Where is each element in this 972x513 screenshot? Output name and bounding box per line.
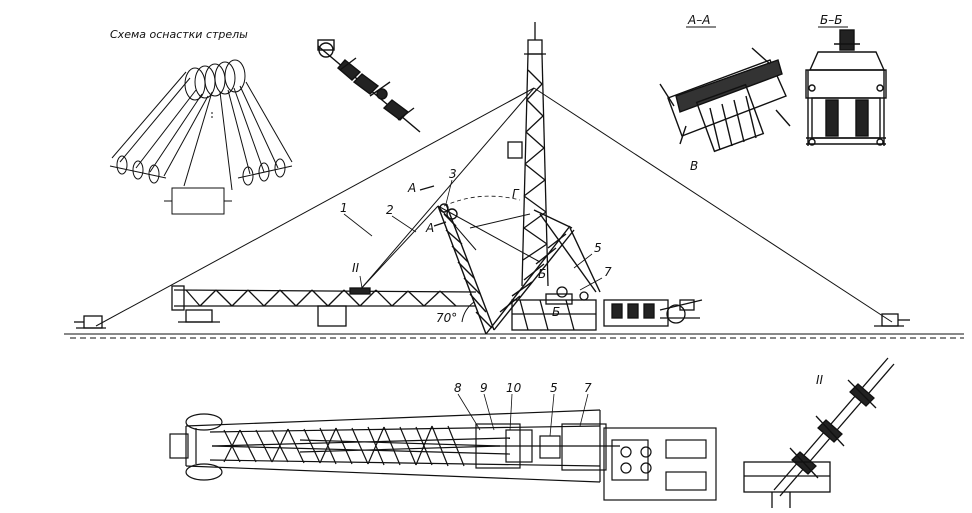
label-b-upper: Б: [538, 267, 546, 281]
callout-7: 7: [604, 265, 612, 279]
ground-line: [64, 333, 964, 339]
callout-2: 2: [386, 203, 394, 217]
callout-5-plan: 5: [550, 381, 558, 395]
drawing-title: Схема оснастки стрелы: [110, 28, 248, 41]
section-a-upper: А: [407, 181, 416, 195]
detail-ii-view: [743, 357, 895, 508]
mast-tower: [507, 22, 549, 287]
callout-8: 8: [454, 381, 462, 395]
callout-10: 10: [506, 381, 522, 395]
label-ii: II: [352, 261, 360, 275]
detail-ii-label: II: [816, 373, 824, 387]
callout-1: 1: [340, 201, 348, 215]
section-aa-label: А–А: [687, 13, 710, 27]
callout-5: 5: [594, 241, 602, 255]
callout-3: 3: [449, 167, 457, 181]
base-equipment: [511, 286, 703, 331]
callout-9: 9: [480, 381, 488, 395]
section-aa-view: [659, 47, 791, 153]
label-g: Г: [512, 187, 520, 201]
pulley-block-sketch: [317, 39, 421, 133]
callout-7-plan: 7: [584, 381, 592, 395]
right-anchor: [874, 313, 910, 327]
section-a-lower: А: [425, 221, 434, 235]
horizontal-boom: [171, 285, 477, 327]
plan-view: [169, 409, 717, 501]
left-anchor: [74, 315, 106, 329]
label-v: В: [690, 159, 698, 173]
section-bb-label: Б–Б: [820, 13, 842, 27]
angle-label: 70°: [436, 311, 457, 325]
inclined-boom: [437, 203, 601, 335]
guy-ropes: [95, 87, 893, 327]
section-bb-view: [805, 29, 887, 146]
rigging-scheme-sketch: [109, 59, 293, 215]
label-b-lower: Б: [552, 305, 560, 319]
